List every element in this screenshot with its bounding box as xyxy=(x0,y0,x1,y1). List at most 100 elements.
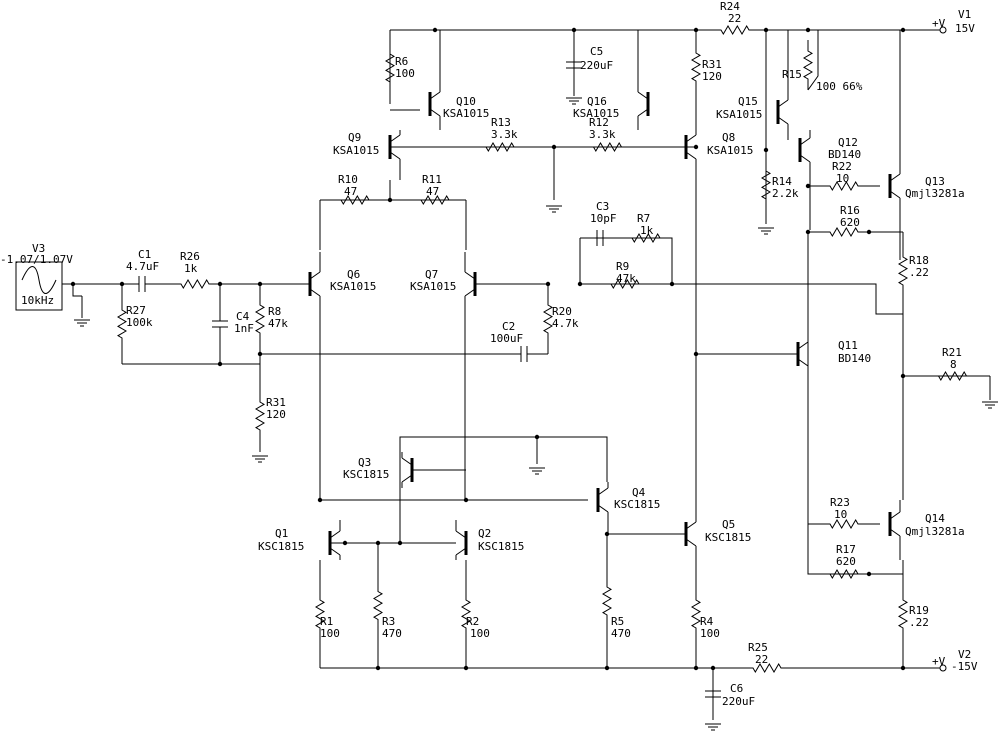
resistor xyxy=(718,25,752,35)
component-label: R19 xyxy=(909,604,929,617)
component-label: 100k xyxy=(126,316,153,329)
component-label: R31 xyxy=(702,58,722,71)
transistor-lead xyxy=(797,341,809,350)
component-label: 100 xyxy=(470,627,490,640)
transistor-lead xyxy=(389,134,401,143)
component-label: KSA1015 xyxy=(333,144,379,157)
component-label: 120 xyxy=(702,70,722,83)
transistor-lead xyxy=(889,190,901,199)
resistor xyxy=(255,284,265,354)
component-label: BD140 xyxy=(828,148,861,161)
component-label: R16 xyxy=(840,204,860,217)
signal-source-box xyxy=(15,261,63,311)
transistor-lead xyxy=(799,154,811,163)
component-label: 120 xyxy=(266,408,286,421)
transistor-lead xyxy=(889,511,901,520)
terminal-label: +V xyxy=(932,655,946,668)
component-label: 47k xyxy=(268,317,288,330)
component-label: 100uF xyxy=(490,332,523,345)
transistor-lead xyxy=(777,99,789,108)
components xyxy=(15,25,998,731)
transistor-lead xyxy=(597,504,609,513)
junction-dot xyxy=(669,281,675,287)
component-label: V1 xyxy=(958,8,971,21)
transistor-lead xyxy=(597,487,609,496)
component-label: KSA1015 xyxy=(443,107,489,120)
terminal-icon xyxy=(939,26,947,34)
component-label: R27 xyxy=(126,304,146,317)
terminal-label: +V xyxy=(932,17,946,30)
transistor-lead xyxy=(401,474,413,483)
component-label: .22 xyxy=(909,616,929,629)
component-label: R3 xyxy=(382,615,395,628)
component-label: Q9 xyxy=(348,131,361,144)
resistor xyxy=(898,560,908,668)
transistor-lead xyxy=(777,116,789,125)
component-label: R11 xyxy=(422,173,442,186)
labels: R1100R2100R3470R4100R5470R6100R71kR847kR… xyxy=(0,0,978,708)
component-label: R24 xyxy=(720,0,740,13)
transistor-lead xyxy=(685,134,697,143)
junction-dot xyxy=(463,497,469,503)
component-label: 470 xyxy=(611,627,631,640)
component-label: 10 xyxy=(836,172,849,185)
resistor xyxy=(620,233,672,243)
resistor xyxy=(480,142,520,152)
component-label: Qmjl3281a xyxy=(905,187,965,200)
transistor-lead xyxy=(685,151,697,160)
component-label: Q10 xyxy=(456,95,476,108)
component-label: 620 xyxy=(836,555,856,568)
component-label: R6 xyxy=(395,55,408,68)
component-label: R10 xyxy=(338,173,358,186)
transistor-lead xyxy=(685,538,697,547)
resistor xyxy=(691,560,701,668)
transistor-lead xyxy=(429,91,441,100)
component-label: 1k xyxy=(640,224,654,237)
component-label: Q6 xyxy=(347,268,360,281)
component-label: R14 xyxy=(772,175,792,188)
resistor xyxy=(420,195,450,205)
component-label: C6 xyxy=(730,682,743,695)
transistor-lead xyxy=(329,547,341,556)
resistor xyxy=(744,663,790,673)
component-label: 620 xyxy=(840,216,860,229)
component-label: R2 xyxy=(466,615,479,628)
component-label: 15V xyxy=(955,22,975,35)
junction-dot xyxy=(900,27,906,33)
transistor-lead xyxy=(889,173,901,182)
component-label: 100 xyxy=(700,627,720,640)
transistor-lead xyxy=(889,528,901,537)
component-label: 10pF xyxy=(590,212,617,225)
transistor-lead xyxy=(455,547,467,556)
component-label: 3.3k xyxy=(589,128,616,141)
component-label: C5 xyxy=(590,45,603,58)
component-label: 220uF xyxy=(580,59,613,72)
component-label: Q12 xyxy=(838,136,858,149)
resistor xyxy=(930,371,975,381)
terminal-icon xyxy=(939,664,947,672)
component-label: R1 xyxy=(320,615,333,628)
component-label: C3 xyxy=(596,200,609,213)
component-label: R15 xyxy=(782,68,802,81)
component-label: C4 xyxy=(236,310,250,323)
component-label: KSA1015 xyxy=(410,280,456,293)
resistor xyxy=(808,519,880,529)
transistor-lead xyxy=(429,108,441,117)
transistor-lead xyxy=(401,457,413,466)
resistor xyxy=(255,380,265,452)
component-label: R7 xyxy=(637,212,650,225)
transistor-lead xyxy=(389,151,401,160)
component-label: 3.3k xyxy=(491,128,518,141)
component-label: -15V xyxy=(951,660,978,673)
component-label: 1nF xyxy=(234,322,254,335)
resistor xyxy=(803,40,813,90)
resistor xyxy=(461,560,471,668)
resistor xyxy=(600,279,650,289)
component-label: 470 xyxy=(382,627,402,640)
component-label: R18 xyxy=(909,254,929,267)
transistor-lead xyxy=(799,137,811,146)
component-label: BD140 xyxy=(838,352,871,365)
component-label: KSA1015 xyxy=(330,280,376,293)
component-label: R13 xyxy=(491,116,511,129)
